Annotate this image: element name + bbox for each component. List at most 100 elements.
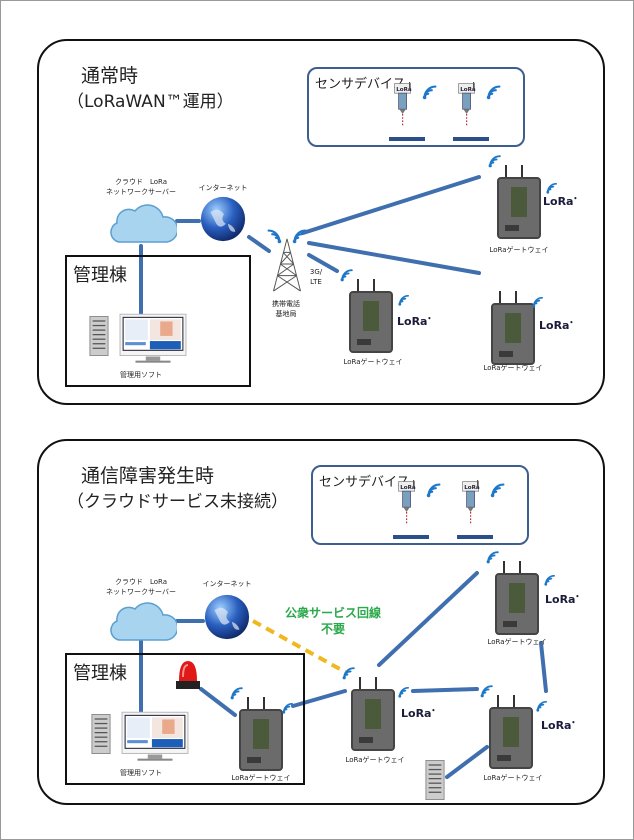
- sensor-base: [389, 137, 425, 141]
- wifi-icon: [487, 153, 503, 169]
- link-gateway-center: [291, 689, 347, 708]
- globe-icon: [203, 593, 251, 641]
- lora-logo: LoRa•: [541, 719, 576, 732]
- wifi-icon: [339, 267, 355, 283]
- link-center-bottomright: [411, 687, 479, 693]
- tower-label: 携帯電話基地局: [263, 299, 309, 319]
- gateway-box-icon: [351, 689, 395, 751]
- server-icon: [425, 759, 445, 801]
- wifi-icon: [421, 83, 439, 101]
- public-line-note-line: 不要: [320, 622, 345, 636]
- sensor-box-label: センサデバイス: [319, 475, 410, 490]
- sensor-device-icon: [397, 479, 421, 529]
- link-internet-tower: [247, 235, 271, 253]
- panel-title: 通信障害発生時: [81, 465, 215, 487]
- management-building: 管理棟: [65, 255, 251, 387]
- cloud-label-line: ネットワークサーバー: [106, 188, 176, 196]
- wifi-icon: [489, 481, 507, 499]
- globe-icon: [199, 195, 247, 243]
- gateway-label: LoRaゲートウェイ: [489, 246, 549, 254]
- wifi-icon: [425, 481, 443, 499]
- lora-logo: LoRa•: [543, 195, 578, 208]
- gateway-label: LoRaゲートウェイ: [483, 774, 543, 782]
- cloud-label: クラウド LoRa ネットワークサーバー: [101, 177, 181, 197]
- wifi-icon: [545, 181, 559, 195]
- cellular-label-line: 3G/: [309, 268, 323, 276]
- public-line-note-line: 公衆サービス回線: [284, 606, 381, 620]
- building-label: 管理棟: [73, 265, 127, 286]
- cloud-label-line: ネットワークサーバー: [106, 588, 176, 596]
- lora-logo: LoRa•: [539, 319, 574, 332]
- wifi-icon: [341, 665, 357, 681]
- software-label: 管理用ソフト: [120, 769, 162, 777]
- gateway-box-icon: [491, 303, 535, 365]
- link-tower-gateway-3: [307, 241, 481, 275]
- tower-label-line: 基地局: [275, 310, 297, 318]
- management-building: 管理棟: [65, 653, 305, 785]
- alarm-beacon-icon: [173, 657, 203, 691]
- cellular-label-line: LTE: [310, 278, 322, 286]
- sensor-base: [393, 535, 429, 539]
- gateway-box-icon: [489, 707, 533, 769]
- wifi-icon: [543, 573, 557, 587]
- cloud-icon: [107, 197, 177, 247]
- link-tower-gateway-1: [301, 175, 481, 235]
- sensor-box-label: センサデバイス: [315, 77, 406, 92]
- gateway-box-icon: [239, 709, 283, 771]
- link-beacon-gateway: [199, 687, 237, 717]
- sensor-base: [457, 535, 493, 539]
- sensor-device-icon: [457, 81, 481, 131]
- sensor-device-box: センサデバイス: [307, 67, 525, 147]
- lora-logo: LoRa•: [545, 593, 580, 606]
- panel-subtitle: （LoRaWAN™運用）: [67, 92, 234, 112]
- server-icon: [91, 713, 111, 755]
- link-center-topright: [377, 571, 479, 667]
- wifi-icon: [479, 683, 495, 699]
- normal-operation-panel: [37, 39, 605, 405]
- wifi-icon: [485, 549, 501, 565]
- gateway-box-icon: [349, 291, 393, 353]
- sensor-device-icon: [393, 81, 417, 131]
- wifi-icon: [397, 685, 411, 699]
- gateway-box-icon: [497, 177, 541, 239]
- cellular-label: 3G/LTE: [307, 267, 325, 287]
- gateway-label: LoRaゲートウェイ: [483, 364, 543, 372]
- internet-label: インターネット: [202, 580, 252, 588]
- gateway-box-icon: [495, 573, 539, 635]
- link-bottomright-server: [445, 745, 489, 779]
- gateway-label: LoRaゲートウェイ: [343, 358, 403, 366]
- cloud-label: クラウド LoRa ネットワークサーバー: [101, 577, 181, 597]
- sensor-base: [453, 137, 489, 141]
- wifi-icon: [397, 293, 411, 307]
- building-label: 管理棟: [73, 663, 127, 684]
- server-icon: [89, 315, 109, 357]
- gateway-label: LoRaゲートウェイ: [487, 638, 547, 646]
- outage-panel: [37, 439, 605, 805]
- panel-subtitle: （クラウドサービス未接続）: [67, 492, 288, 512]
- internet-label: インターネット: [198, 184, 248, 192]
- link-tower-gateway-2: [307, 253, 339, 273]
- lora-logo: LoRa•: [401, 707, 436, 720]
- dashed-public-line: [252, 619, 348, 675]
- cloud-icon: [107, 595, 177, 645]
- lora-logo: LoRa•: [397, 315, 432, 328]
- monitor-icon: [119, 313, 187, 365]
- cloud-label-line: クラウド LoRa: [114, 178, 168, 186]
- wifi-icon: [229, 685, 245, 701]
- cloud-label-line: クラウド LoRa: [114, 578, 168, 586]
- gateway-label: LoRaゲートウェイ: [345, 756, 405, 764]
- wifi-icon: [531, 295, 545, 309]
- wifi-icon: [535, 699, 549, 713]
- gateway-label: LoRaゲートウェイ: [231, 774, 291, 782]
- panel-title: 通常時: [81, 65, 139, 87]
- link-topright-bottomright: [539, 641, 548, 693]
- monitor-icon: [121, 711, 189, 763]
- wifi-icon: [485, 83, 503, 101]
- cell-tower-icon: [267, 235, 307, 293]
- wifi-icon: [281, 701, 295, 715]
- sensor-device-icon: [461, 479, 485, 529]
- sensor-device-box: センサデバイス: [311, 465, 529, 545]
- software-label: 管理用ソフト: [120, 371, 162, 379]
